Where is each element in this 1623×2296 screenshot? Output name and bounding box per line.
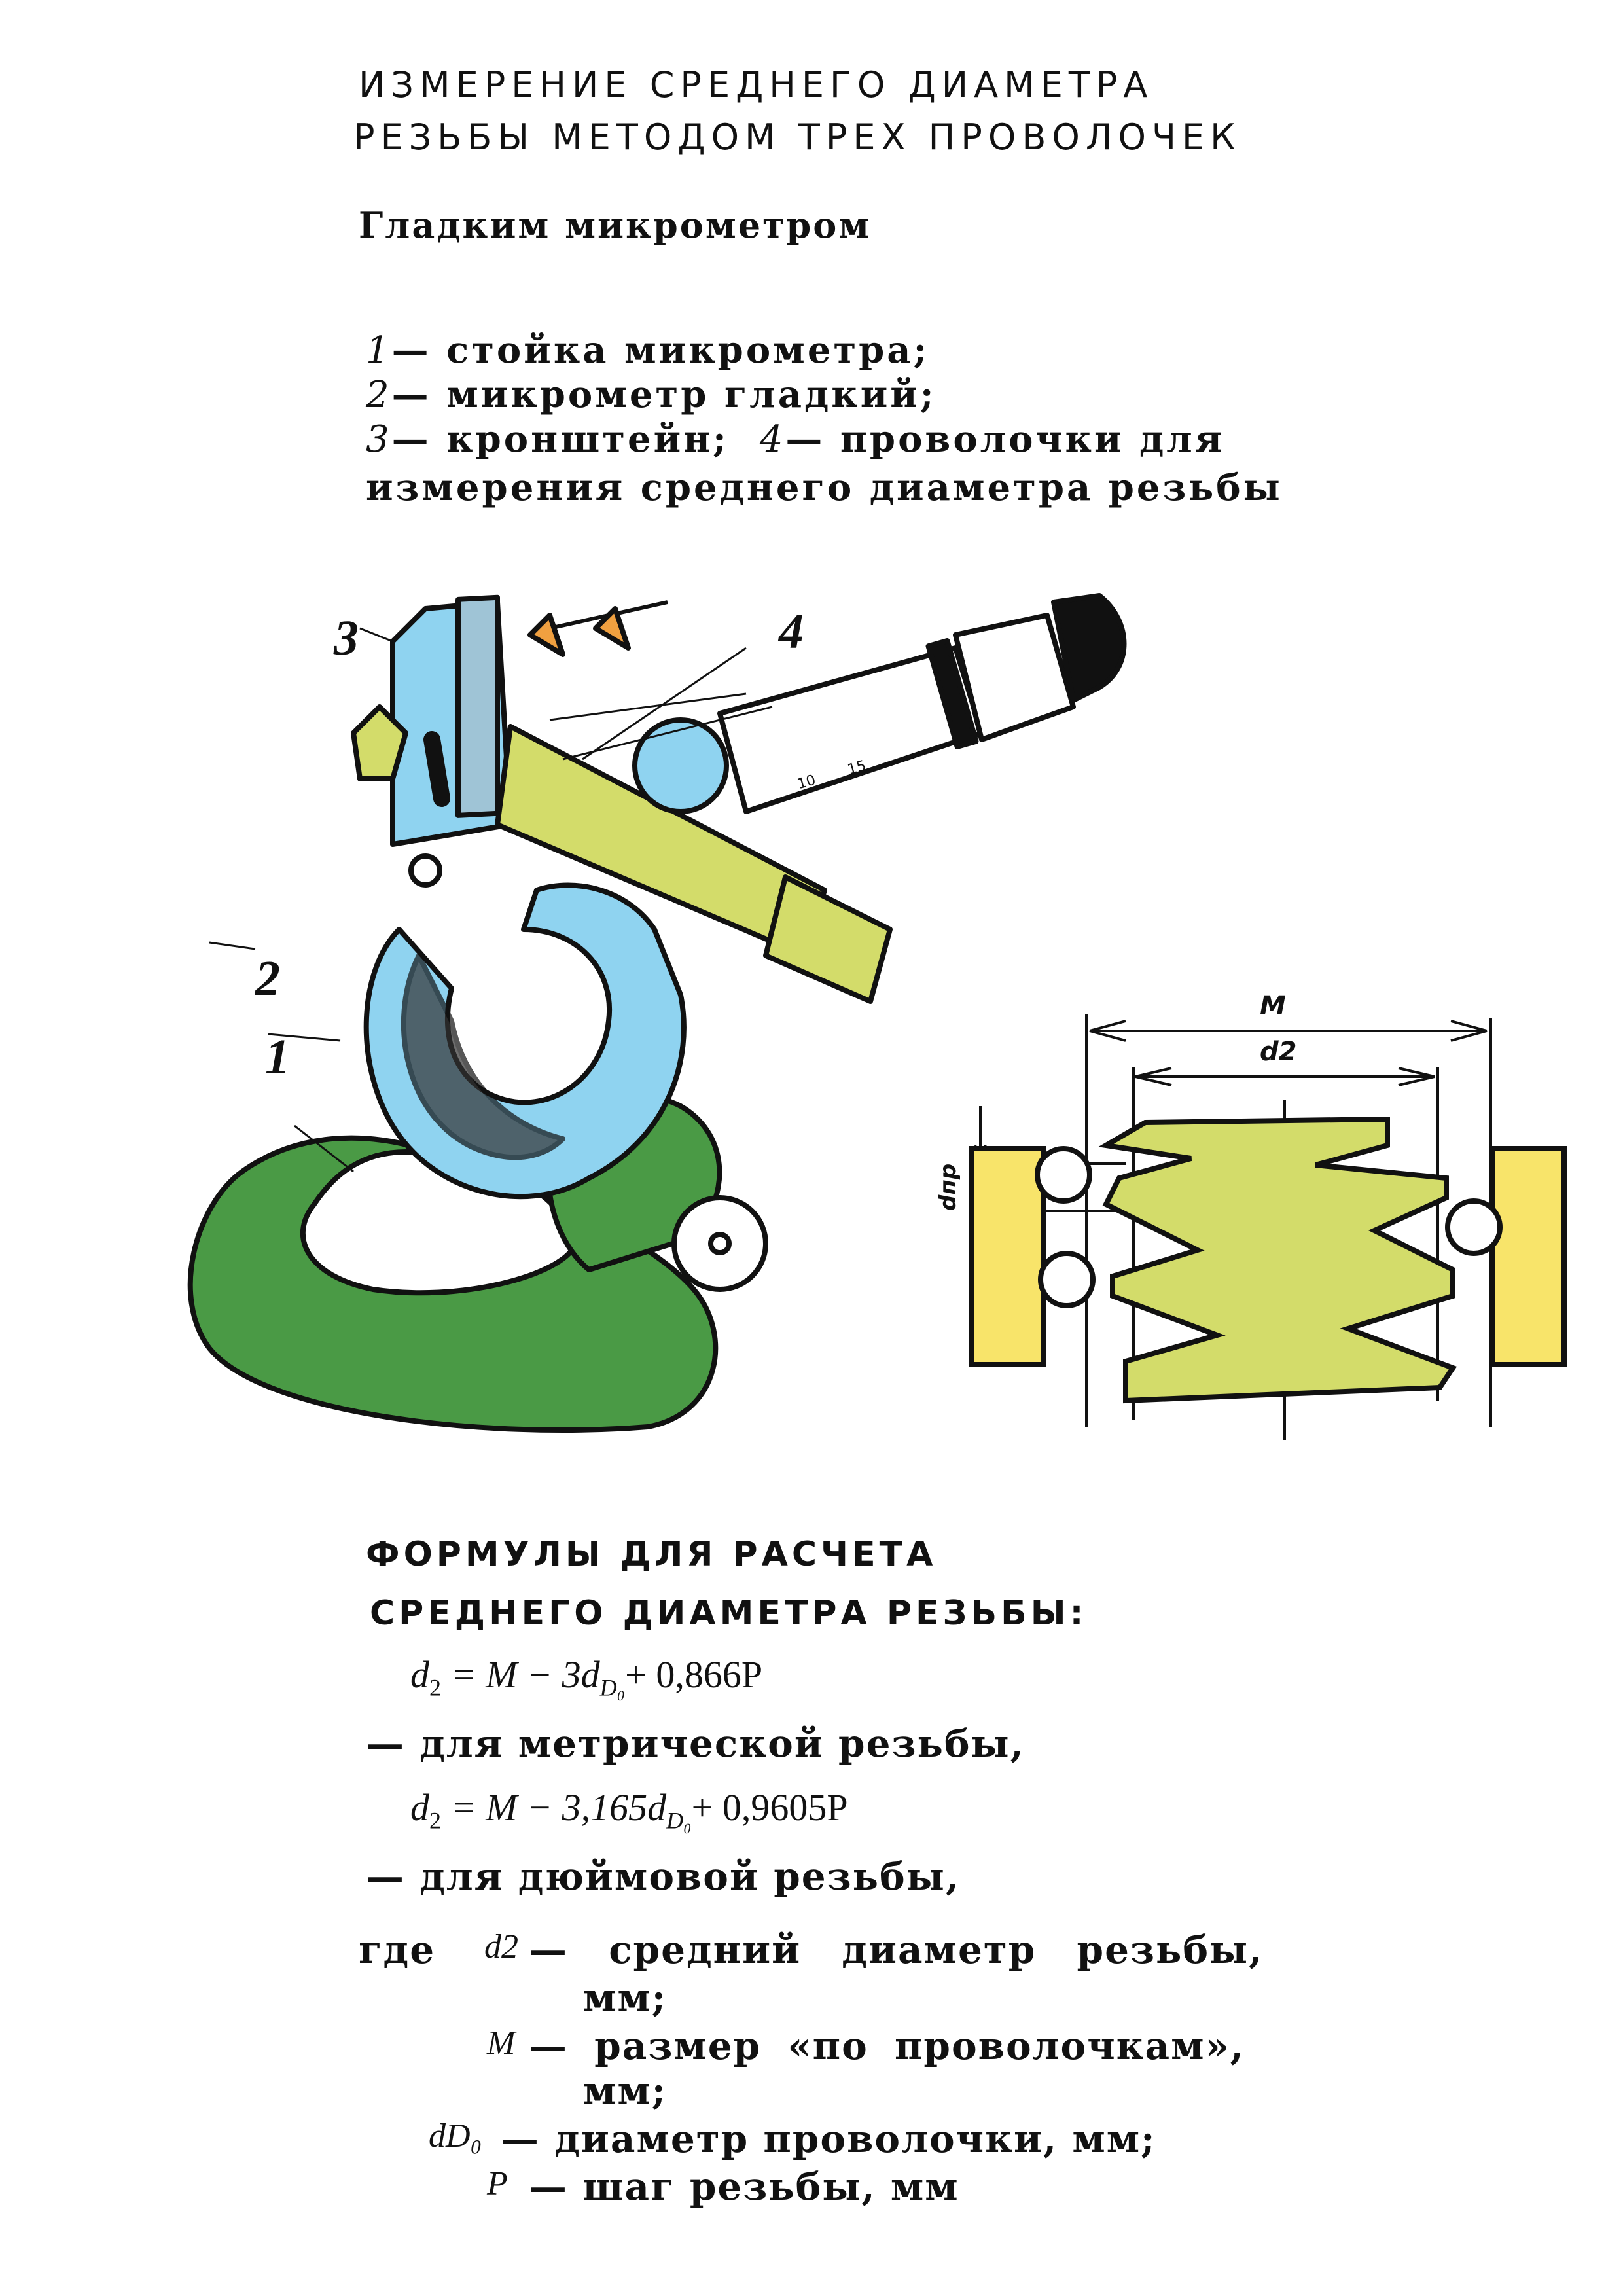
title-line-2: РЕЗЬБЫ МЕТОДОМ ТРЕХ ПРОВОЛОЧЕК [353,117,1241,158]
frame-inner-shade [401,953,565,1160]
three-wire-diagram: M d2 dпр [935,991,1567,1440]
legend-item-1: 1— стойка микрометра; [366,329,930,372]
formula-metric: d2 = M − 3dD₀+ 0,866P [410,1653,763,1701]
label-dnp: dпр [935,1164,961,1211]
formula-inch-note: — для дюймовой резьбы, [366,1854,961,1899]
figure-label-4: 4 [777,604,804,659]
def-dD0-text: — диаметр проволочки, мм; [501,2117,1156,2161]
legend-item-3-4: 3— кронштейн; 4— проволочки для [366,418,1225,461]
legend-item-4-cont: измерения среднего диаметра резьбы [366,466,1283,509]
micrometer-illustration: 3 4 2 1 10 15 [187,593,1127,1433]
wire-2 [1038,1251,1096,1308]
def-P-symbol: P [487,2165,508,2202]
where-label: где [359,1928,436,1972]
wire-triangle-1 [527,613,565,657]
formulas-heading-1: ФОРМУЛЫ ДЛЯ РАСЧЕТА [366,1535,937,1574]
figure-label-3: 3 [333,611,359,666]
wire-triangle-2 [593,606,631,651]
def-M-unit: мм; [583,2068,668,2113]
figure-label-2: 2 [255,951,280,1006]
ratchet [1051,593,1127,703]
dimension-M [1089,1020,1488,1042]
def-d2-symbol: d2 [484,1928,518,1965]
micrometer-thimble [953,613,1076,742]
label-M: M [1260,991,1286,1021]
wire-3 [1445,1198,1503,1256]
legend-item-2: 2— микрометр гладкий; [366,373,936,416]
formulas-heading-2: СРЕДНЕГО ДИАМЕТРА РЕЗЬБЫ: [370,1594,1088,1633]
spindle-end [763,874,893,1004]
def-M-text: — размер «по проволочкам», [529,2024,1245,2068]
label-d2: d2 [1260,1037,1296,1067]
def-M-symbol: M [487,2024,516,2062]
bracket-screw [408,853,442,888]
dimension-d2 [1135,1067,1435,1086]
anvil-right [1489,1146,1567,1367]
wire-1 [1035,1146,1092,1204]
formula-metric-note: — для метрической резьбы, [366,1721,1025,1766]
def-P-text: — шаг резьбы, мм [529,2164,959,2209]
def-dD0-symbol: dD₀ [429,2117,482,2155]
subtitle: Гладким микрометром [359,204,872,246]
thread-profile [1098,1116,1457,1404]
title-line-1: ИЗМЕРЕНИЕ СРЕДНЕГО ДИАМЕТРА [359,64,1154,105]
figure-label-1: 1 [265,1030,290,1085]
def-d2-text: — средний диаметр резьбы, [529,1928,1264,1972]
anvil-left [969,1146,1046,1367]
def-d2-unit: мм; [583,1975,668,2020]
formula-inch: d2 = M − 3,165dD₀+ 0,9605P [410,1786,848,1834]
